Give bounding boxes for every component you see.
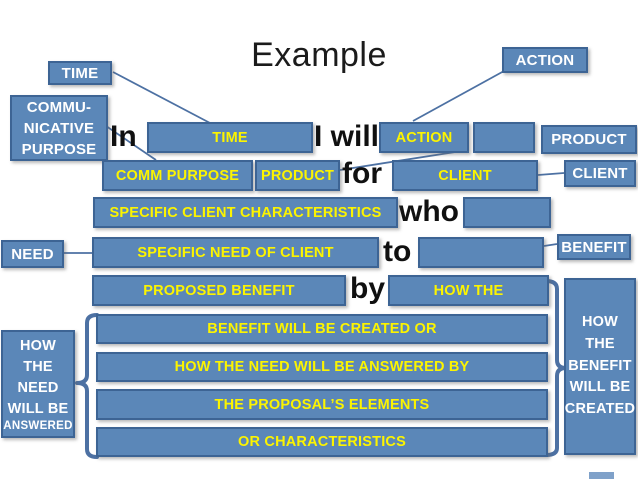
fill-box-specific-need-of-client: SPECIFIC NEED OF CLIENT [92,237,379,268]
fill-box-how-the: HOW THE [388,275,549,306]
fill-box-blank-who [463,197,551,228]
fill-box-blank-product [473,122,535,153]
tag-communicative-purpose: COMMU- NICATIVE PURPOSE [10,95,108,161]
right-brace [544,279,568,457]
tag-action: ACTION [502,47,588,73]
tag-product: PRODUCT [541,125,637,154]
tag-client: CLIENT [564,160,636,187]
word-for: for [342,157,382,190]
tag-benefit: BENEFIT [557,234,631,260]
fill-box-how-the-need-will-be-answered-by: HOW THE NEED WILL BE ANSWERED BY [96,352,548,382]
tag-time: TIME [48,61,112,85]
left-brace [75,313,99,459]
fill-box-product: PRODUCT [255,160,340,191]
word-i-will: I will [314,120,380,153]
tag-how-need-sub-text: ANSWERED [3,420,73,433]
word-by: by [350,272,386,305]
fill-box-or-characteristics: OR CHARACTERISTICS [96,427,548,457]
word-in: In [110,120,137,153]
fill-box-blank-to [418,237,544,268]
tag-how-need-main-text: HOW THE NEED WILL BE [7,337,69,418]
slide-title: Example [251,36,387,74]
fill-box-action: ACTION [379,122,469,153]
fill-box-client: CLIENT [392,160,538,191]
connector-benefit-line [543,243,558,247]
fill-box-benefit-will-be-created-or: BENEFIT WILL BE CREATED OR [96,314,548,344]
word-who: who [399,195,459,228]
fill-box-specific-client-characteristics: SPECIFIC CLIENT CHARACTERISTICS [93,197,398,228]
fill-box-proposed-benefit: PROPOSED BENEFIT [92,275,346,306]
tag-how-need-will-be-answered: HOW THE NEED WILL BE ANSWERED [1,330,75,438]
bottom-edge-fragment [589,472,614,479]
word-to: to [383,235,412,268]
fill-box-the-proposals-elements: THE PROPOSAL’S ELEMENTS [96,389,548,420]
connector-time-line [112,71,211,124]
tag-how-benefit-will-be-created: HOW THE BENEFIT WILL BE CREATED [564,278,636,455]
fill-box-time: TIME [147,122,313,153]
connector-client-line [537,172,565,176]
connector-action-line [412,70,505,122]
fill-box-comm-purpose: COMM PURPOSE [102,160,253,191]
tag-need: NEED [1,240,64,268]
